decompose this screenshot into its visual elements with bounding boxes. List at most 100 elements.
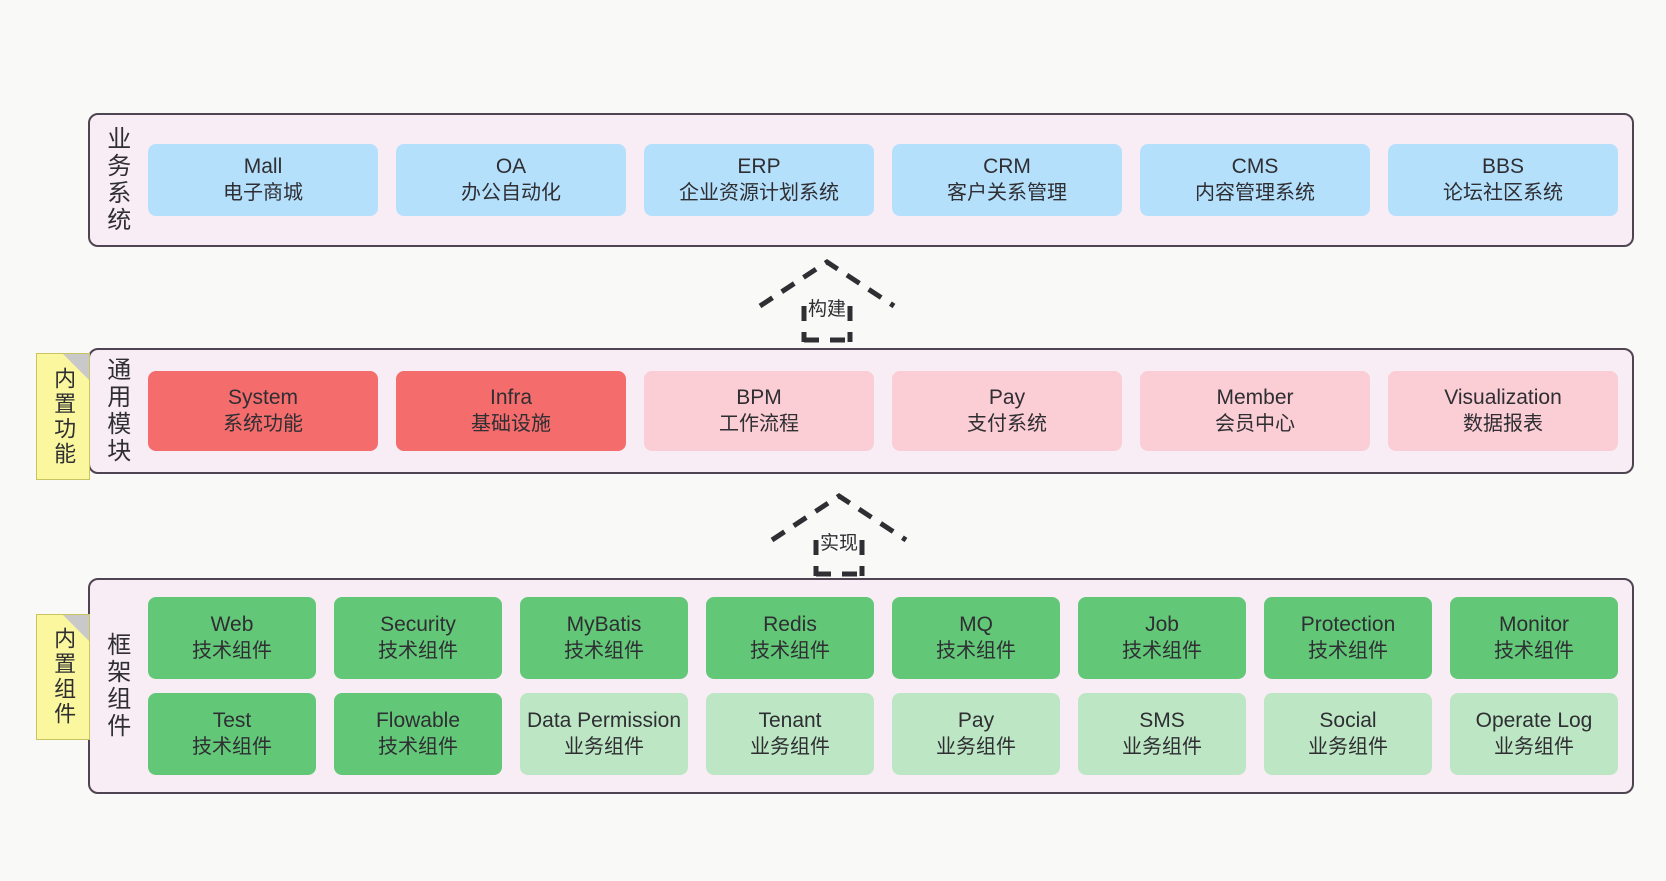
card-test[interactable]: Test 技术组件 (148, 693, 316, 775)
card-security-name: Security (380, 612, 456, 636)
card-social[interactable]: Social 业务组件 (1264, 693, 1432, 775)
card-erp-name: ERP (737, 154, 781, 178)
layer-framework-component-title: 框架组件 (102, 632, 130, 740)
card-mq-desc: 技术组件 (936, 639, 1016, 662)
connector-build: 构建 (756, 258, 898, 343)
card-security[interactable]: Security 技术组件 (334, 597, 502, 679)
card-member[interactable]: Member 会员中心 (1140, 371, 1370, 451)
card-mall-name: Mall (243, 154, 283, 178)
card-visualization[interactable]: Visualization 数据报表 (1388, 371, 1618, 451)
card-flowable[interactable]: Flowable 技术组件 (334, 693, 502, 775)
card-redis-name: Redis (763, 612, 817, 636)
card-crm[interactable]: CRM 客户关系管理 (892, 144, 1122, 216)
card-pay-module-desc: 支付系统 (967, 412, 1047, 435)
business-card-row: Mall 电子商城 OA 办公自动化 ERP 企业资源计划系统 CRM 客户关系… (148, 144, 1618, 216)
card-test-desc: 技术组件 (192, 735, 272, 758)
card-visualization-desc: 数据报表 (1463, 412, 1543, 435)
card-pay-component[interactable]: Pay 业务组件 (892, 693, 1060, 775)
card-protection[interactable]: Protection 技术组件 (1264, 597, 1432, 679)
card-mybatis[interactable]: MyBatis 技术组件 (520, 597, 688, 679)
layer-common-module-body: System 系统功能 Infra 基础设施 BPM 工作流程 Pay 支付系统… (142, 350, 1632, 472)
card-monitor-name: Monitor (1498, 612, 1570, 636)
card-tenant-desc: 业务组件 (750, 735, 830, 758)
card-infra[interactable]: Infra 基础设施 (396, 371, 626, 451)
card-operate-log[interactable]: Operate Log 业务组件 (1450, 693, 1618, 775)
card-infra-name: Infra (489, 385, 533, 409)
card-erp-desc: 企业资源计划系统 (679, 181, 839, 204)
card-job[interactable]: Job 技术组件 (1078, 597, 1246, 679)
card-bpm-desc: 工作流程 (719, 412, 799, 435)
card-mq-name: MQ (959, 612, 993, 636)
card-job-desc: 技术组件 (1122, 639, 1202, 662)
card-crm-desc: 客户关系管理 (947, 181, 1067, 204)
card-tenant[interactable]: Tenant 业务组件 (706, 693, 874, 775)
layer-business-system-title: 业务系统 (102, 126, 130, 234)
card-test-name: Test (212, 708, 252, 732)
card-system[interactable]: System 系统功能 (148, 371, 378, 451)
card-member-desc: 会员中心 (1215, 412, 1295, 435)
card-mall-desc: 电子商城 (223, 181, 303, 204)
card-crm-name: CRM (983, 154, 1031, 178)
card-oa[interactable]: OA 办公自动化 (396, 144, 626, 216)
card-pay-component-desc: 业务组件 (936, 735, 1016, 758)
layer-framework-component-body: Web 技术组件 Security 技术组件 MyBatis 技术组件 Redi… (142, 580, 1632, 792)
card-oa-desc: 办公自动化 (461, 181, 561, 204)
connector-implement: 实现 (768, 492, 910, 577)
card-infra-desc: 基础设施 (471, 412, 551, 435)
card-bbs-name: BBS (1481, 154, 1525, 178)
card-bbs[interactable]: BBS 论坛社区系统 (1388, 144, 1618, 216)
common-card-row: System 系统功能 Infra 基础设施 BPM 工作流程 Pay 支付系统… (148, 371, 1618, 451)
card-sms-name: SMS (1139, 708, 1185, 732)
card-flowable-name: Flowable (375, 708, 461, 732)
card-redis-desc: 技术组件 (750, 639, 830, 662)
card-mybatis-desc: 技术组件 (564, 639, 644, 662)
card-web-desc: 技术组件 (192, 639, 272, 662)
card-protection-name: Protection (1300, 612, 1396, 636)
framework-card-row-tech: Web 技术组件 Security 技术组件 MyBatis 技术组件 Redi… (148, 597, 1618, 679)
card-member-name: Member (1216, 385, 1294, 409)
card-operate-log-name: Operate Log (1475, 708, 1593, 732)
card-pay-component-name: Pay (957, 708, 995, 732)
card-system-name: System (227, 385, 298, 409)
card-bbs-desc: 论坛社区系统 (1443, 181, 1563, 204)
card-erp[interactable]: ERP 企业资源计划系统 (644, 144, 874, 216)
card-security-desc: 技术组件 (378, 639, 458, 662)
card-redis[interactable]: Redis 技术组件 (706, 597, 874, 679)
card-mq[interactable]: MQ 技术组件 (892, 597, 1060, 679)
card-cms[interactable]: CMS 内容管理系统 (1140, 144, 1370, 216)
card-operate-log-desc: 业务组件 (1494, 735, 1574, 758)
card-web[interactable]: Web 技术组件 (148, 597, 316, 679)
card-cms-name: CMS (1231, 154, 1279, 178)
card-monitor-desc: 技术组件 (1494, 639, 1574, 662)
card-flowable-desc: 技术组件 (378, 735, 458, 758)
card-cms-desc: 内容管理系统 (1195, 181, 1315, 204)
card-job-name: Job (1145, 612, 1179, 636)
card-bpm-name: BPM (736, 385, 782, 409)
layer-business-system-body: Mall 电子商城 OA 办公自动化 ERP 企业资源计划系统 CRM 客户关系… (142, 115, 1632, 245)
layer-framework-component: 框架组件 Web 技术组件 Security 技术组件 MyBatis 技术组件… (88, 578, 1634, 794)
layer-common-module-title: 通用模块 (102, 357, 130, 465)
card-web-name: Web (210, 612, 254, 636)
card-protection-desc: 技术组件 (1308, 639, 1388, 662)
note-builtin-feature: 内置功能 (36, 353, 90, 480)
card-data-permission[interactable]: Data Permission 业务组件 (520, 693, 688, 775)
note-builtin-component: 内置组件 (36, 614, 90, 740)
card-sms-desc: 业务组件 (1122, 735, 1202, 758)
layer-common-module: 通用模块 System 系统功能 Infra 基础设施 BPM 工作流程 Pay… (88, 348, 1634, 474)
framework-card-row-business: Test 技术组件 Flowable 技术组件 Data Permission … (148, 693, 1618, 775)
card-social-name: Social (1319, 708, 1377, 732)
card-mall[interactable]: Mall 电子商城 (148, 144, 378, 216)
card-sms[interactable]: SMS 业务组件 (1078, 693, 1246, 775)
implement-arrow-head-icon (770, 493, 908, 543)
build-arrow-head-icon (758, 259, 896, 309)
card-monitor[interactable]: Monitor 技术组件 (1450, 597, 1618, 679)
card-tenant-name: Tenant (758, 708, 822, 732)
card-data-permission-name: Data Permission (526, 708, 682, 732)
layer-business-system: 业务系统 Mall 电子商城 OA 办公自动化 ERP 企业资源计划系统 CRM… (88, 113, 1634, 247)
card-social-desc: 业务组件 (1308, 735, 1388, 758)
card-visualization-name: Visualization (1444, 385, 1562, 409)
card-bpm[interactable]: BPM 工作流程 (644, 371, 874, 451)
card-system-desc: 系统功能 (223, 412, 303, 435)
card-pay-module[interactable]: Pay 支付系统 (892, 371, 1122, 451)
card-data-permission-desc: 业务组件 (564, 735, 644, 758)
